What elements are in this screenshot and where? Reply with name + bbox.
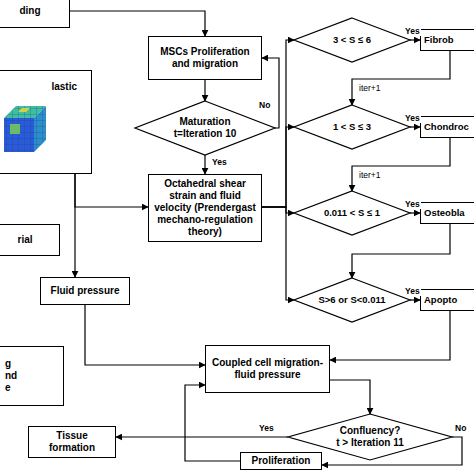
decision-diamond: S>6 or S<0.011 <box>294 278 410 322</box>
node-text: Osteobla <box>424 207 465 219</box>
process-box: ding <box>0 0 70 28</box>
process-box: MSCs Proliferation and migration <box>148 36 262 80</box>
diamond-outline <box>294 18 410 62</box>
cell-type-box: Apopto <box>420 289 474 311</box>
decision-diamond: 3 < S ≤ 6 <box>294 18 410 62</box>
process-box: Tissue formation <box>28 426 116 458</box>
flow-arrow <box>262 207 294 300</box>
flow-arrow <box>330 380 370 414</box>
decision-diamond: Confluency?t > Iteration 11 <box>288 414 452 460</box>
process-box: g nd e <box>0 346 64 406</box>
flow-arrow <box>322 437 462 465</box>
node-text: Proliferation <box>252 455 311 467</box>
diamond-outline <box>288 414 452 460</box>
edge-label: iter+1 <box>358 170 382 180</box>
node-text: ding <box>19 5 40 17</box>
flow-arrow <box>74 174 75 277</box>
node-text: rial <box>17 234 32 246</box>
flow-arrow <box>352 51 450 105</box>
flow-arrow <box>75 174 148 207</box>
process-box: Proliferation <box>240 452 322 470</box>
decision-text: 3 < S ≤ 6 <box>333 34 371 46</box>
flow-arrow <box>262 58 279 128</box>
cell-type-box: Osteobla <box>420 202 474 224</box>
node-text: Fibrob <box>424 34 454 46</box>
flow-arrow <box>204 155 205 174</box>
flow-arrow <box>185 385 240 461</box>
flow-arrow <box>262 40 294 207</box>
edge-label: Yes <box>258 423 275 433</box>
edge-label: Yes <box>404 199 421 209</box>
process-box: rial <box>0 224 60 256</box>
cell-type-box: Fibrob <box>420 29 474 51</box>
process-box: Fluid pressure <box>40 277 130 305</box>
diamond-outline <box>294 105 410 149</box>
edge-label: Yes <box>404 113 421 123</box>
diamond-outline <box>294 191 410 235</box>
flow-arrow <box>70 11 205 36</box>
node-text: MSCs Proliferation and migration <box>153 46 257 70</box>
edge-label: Yes <box>404 286 421 296</box>
decision-diamond: 0.011 < S ≤ 1 <box>294 191 410 235</box>
node-text: Coupled cell migration-fluid pressure <box>210 357 325 381</box>
flow-arrow <box>330 311 450 360</box>
cube-model <box>4 106 46 152</box>
edge-label: No <box>454 423 467 433</box>
edge-label: iter+1 <box>358 83 382 93</box>
diamond-outline <box>135 101 275 155</box>
model-panel: lastic <box>0 70 92 174</box>
flow-arrow <box>85 305 205 365</box>
node-text: lastic <box>51 81 77 93</box>
flow-arrow <box>262 127 294 207</box>
node-text: Chondroc <box>424 121 469 133</box>
node-text: Octahedral shear strain and fluid veloci… <box>153 178 257 238</box>
diamond-outline <box>294 278 410 322</box>
decision-diamond: 1 < S ≤ 3 <box>294 105 410 149</box>
flow-arrow <box>352 224 450 278</box>
decision-text: 1 < S ≤ 3 <box>333 121 371 133</box>
node-text: Apopto <box>424 294 457 306</box>
flow-arrow <box>204 80 205 101</box>
decision-text: t > Iteration 11 <box>336 437 404 449</box>
process-box: Coupled cell migration-fluid pressure <box>205 345 330 393</box>
process-box: Octahedral shear strain and fluid veloci… <box>148 174 262 242</box>
decision-text: Maturation <box>179 116 230 128</box>
flow-arrow <box>116 436 288 437</box>
decision-text: t=Iteration 10 <box>174 128 237 140</box>
decision-diamond: Maturationt=Iteration 10 <box>135 101 275 155</box>
decision-text: 0.011 < S ≤ 1 <box>324 207 380 219</box>
node-text: Fluid pressure <box>51 285 120 297</box>
decision-text: S>6 or S<0.011 <box>318 294 385 306</box>
edge-label: No <box>258 100 271 110</box>
edge-label: Yes <box>211 157 228 167</box>
node-text: Tissue formation <box>33 430 111 454</box>
edge-label: Yes <box>404 26 421 36</box>
decision-text: Confluency? <box>340 425 401 437</box>
flow-arrow <box>262 207 294 213</box>
flow-arrow <box>352 138 450 191</box>
cell-type-box: Chondroc <box>420 116 474 138</box>
node-text: g nd e <box>5 358 19 394</box>
